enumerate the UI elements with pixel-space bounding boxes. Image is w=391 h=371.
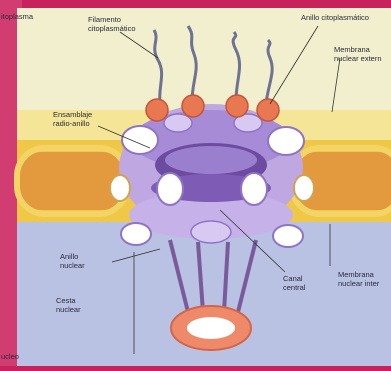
central-channel-inner bbox=[165, 146, 257, 174]
label-nucleo: ucleo bbox=[1, 352, 19, 361]
ring-subunit bbox=[164, 114, 192, 132]
filament-knob bbox=[226, 95, 248, 117]
spoke-subunit bbox=[241, 173, 267, 205]
ring-subunit bbox=[122, 126, 158, 154]
lumen-subunit-left bbox=[110, 175, 130, 201]
spoke-subunit bbox=[157, 173, 183, 205]
distal-ring-hole bbox=[187, 317, 235, 339]
label-citoplasma: itoplasma bbox=[1, 12, 33, 21]
label-anillo-citoplasmatico: Anillo citoplasmático bbox=[301, 13, 369, 22]
nuclear-ring-subunit bbox=[191, 221, 231, 243]
filament-knob bbox=[257, 99, 279, 121]
lumen-subunit-right bbox=[294, 175, 314, 201]
nuclear-ring-subunit bbox=[121, 223, 151, 245]
nuclear-ring-subunit bbox=[273, 225, 303, 247]
filament-knob bbox=[146, 99, 168, 121]
ring-subunit bbox=[268, 127, 304, 155]
filament-knob bbox=[182, 95, 204, 117]
